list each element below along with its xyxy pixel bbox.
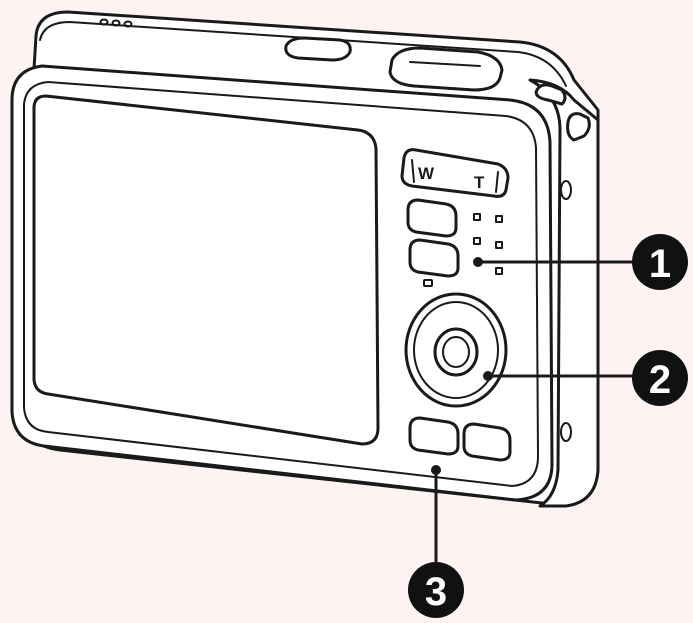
strap-lug-top — [534, 83, 567, 106]
side-hole-upper — [560, 180, 572, 200]
status-marks — [473, 213, 503, 275]
callout-1: 1 — [632, 234, 688, 290]
zoom-lever: W T — [400, 148, 510, 198]
side-hole-lower — [560, 422, 572, 442]
callout-lines — [431, 257, 642, 568]
speaker-holes — [99, 18, 133, 28]
callout-3: 3 — [408, 562, 464, 618]
callout-1-number: 1 — [649, 242, 671, 286]
power-button — [284, 36, 352, 62]
shutter-button — [388, 46, 504, 92]
callout-3-number: 3 — [425, 570, 447, 614]
zoom-tele-label: T — [474, 173, 485, 192]
control-dial — [404, 292, 508, 408]
mode-button — [406, 198, 458, 238]
strap-lug-side — [566, 112, 591, 142]
ok-button — [433, 327, 479, 377]
playback-button — [408, 238, 460, 278]
camera-side-panel — [528, 78, 600, 508]
lcd-screen — [32, 94, 380, 446]
menu-button — [408, 416, 460, 456]
playback-indicator — [423, 279, 433, 287]
zoom-wide-label: W — [418, 164, 435, 183]
callout-2: 2 — [632, 350, 688, 406]
callout-2-number: 2 — [649, 358, 671, 402]
delete-button — [462, 422, 512, 462]
